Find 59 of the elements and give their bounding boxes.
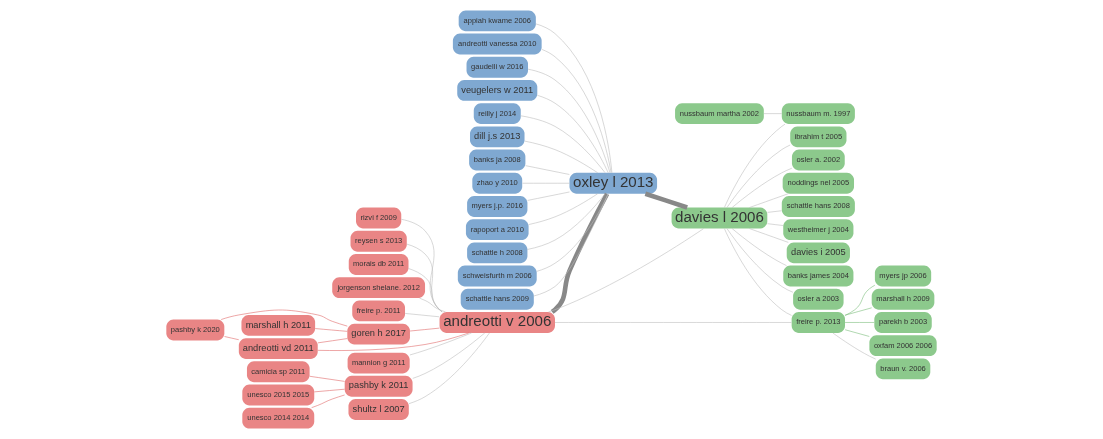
connector [724,228,792,316]
connector [731,228,787,266]
connector [749,193,789,208]
connector [767,223,784,226]
connector [844,284,876,316]
connector [726,144,791,208]
node-box: davies l 2006 [671,207,768,229]
connector [763,113,783,114]
connector [317,338,348,344]
connector [528,193,598,225]
node-box: veugelers w 2011 [457,80,538,101]
connector [412,332,486,379]
connector [844,329,870,337]
connector [524,140,598,174]
node-box: oxley l 2013 [569,172,658,194]
connector [550,192,610,314]
connector [535,23,613,173]
connector [832,332,876,360]
connector [525,165,570,175]
connector [527,191,570,201]
connector [527,193,606,250]
connector [527,68,611,173]
connector [408,268,443,313]
node-box: andreotti vd 2011 [238,338,318,359]
node-box: davies i 2005 [786,242,850,264]
connector [644,191,688,210]
connector [726,228,794,293]
connector [731,167,793,208]
connector [419,297,446,313]
connector [554,322,792,323]
connector [404,313,440,318]
node-box: marshall h 2011 [241,314,316,336]
connector [749,228,789,243]
connector [409,332,472,356]
connector [533,193,609,297]
connector [401,219,443,313]
connector [520,115,606,173]
node-box: andreotti v 2006 [439,312,555,333]
connector [408,332,490,404]
connector [724,123,786,208]
connector [548,228,704,313]
connector [409,327,440,332]
connector [537,95,609,174]
connector [220,309,348,327]
connector [309,376,345,382]
node-box: goren h 2017 [347,323,410,345]
node-box: pashby k 2011 [344,375,413,397]
connector [317,332,470,351]
connector [844,307,872,316]
connector [311,394,345,408]
connector [767,210,782,213]
connector [314,388,345,393]
connector [844,322,875,323]
node-box: shultz l 2007 [348,399,409,420]
connector [406,243,443,313]
connector [314,328,348,332]
connector [224,336,240,341]
node-box: dill j.s 2013 [470,126,525,148]
connector [541,49,612,173]
